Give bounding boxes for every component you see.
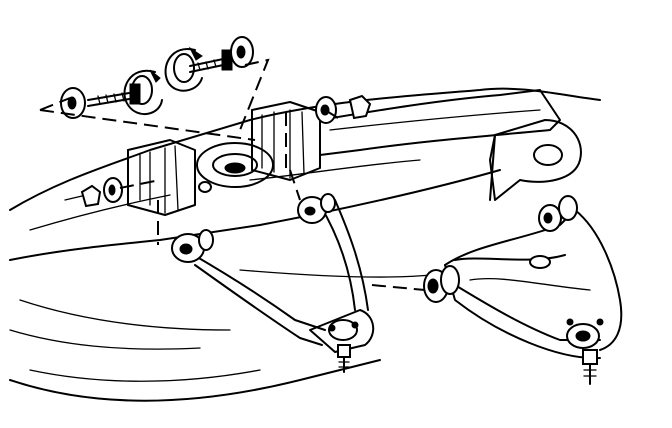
nut [315,94,372,124]
frame-crossmember [319,89,582,201]
bushing [423,265,460,303]
explode-lines [39,58,426,291]
cam-washer [123,69,163,115]
bushing [171,229,214,263]
frame-rail [9,87,601,402]
spring-seat [196,142,274,193]
frame-bracket-front [127,139,196,216]
cam-bolt [189,49,233,73]
bushing [538,195,578,232]
fastener-stack [60,36,254,119]
cam-bolt [87,83,141,107]
cam-washer [60,87,86,119]
ball-joint [566,318,604,385]
ball-joint [328,319,359,373]
control-arm-removed [423,195,623,385]
bushing [297,193,336,224]
cam-washer [164,46,203,92]
cam-washer [230,36,254,68]
nut [64,177,123,208]
control-arm-installed [171,193,375,373]
mount-hole-icon [533,144,563,166]
